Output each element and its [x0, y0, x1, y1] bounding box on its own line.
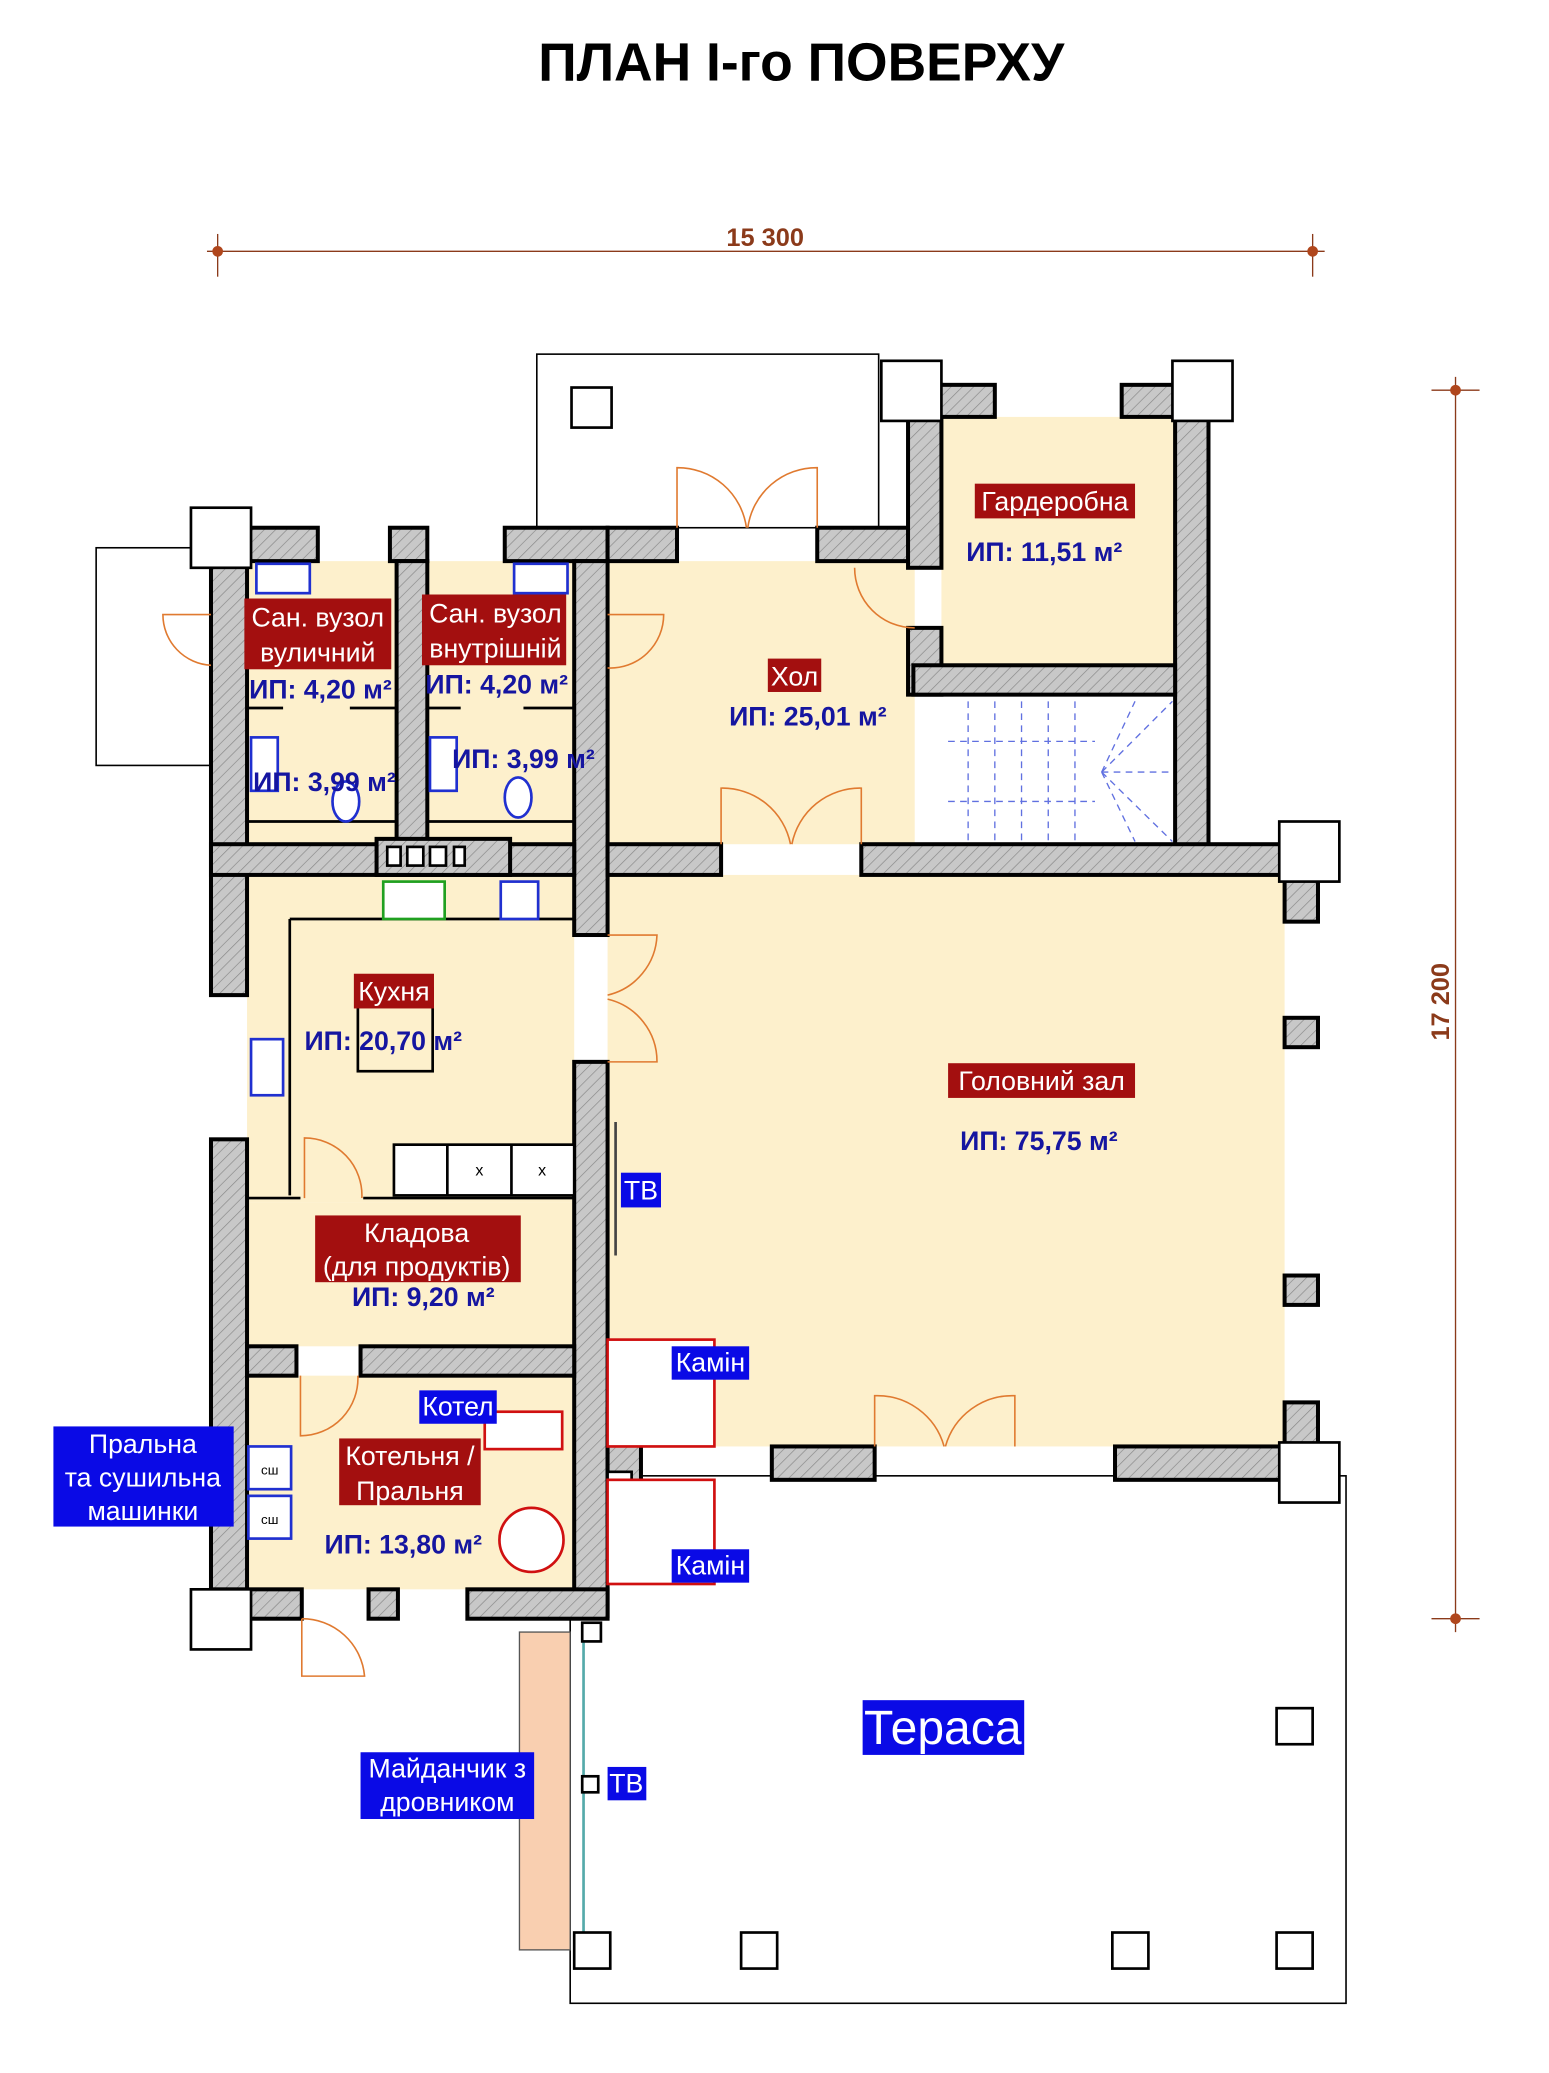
room-name: Головний зал [958, 1066, 1124, 1096]
room-area: ИП: 9,20 м² [352, 1282, 495, 1312]
callout-label: Камін [676, 1551, 745, 1581]
callout-fireplace: Камін [671, 1549, 750, 1583]
room-area: ИП: 13,80 м² [325, 1529, 483, 1559]
dryer-icon [247, 1494, 293, 1540]
side-porch [95, 546, 212, 767]
room-wardrobe: Гардеробна ИП: 11,51 м² [966, 483, 1136, 567]
room-area: ИП: 3,99 м² [253, 767, 396, 797]
room-name: Кухня [358, 976, 429, 1006]
fridge-icon [499, 880, 540, 921]
room-kitchen: Кухня ИП: 20,70 м² [304, 973, 462, 1056]
room-area: ИП: 25,01 м² [729, 701, 887, 731]
room-area: ИП: 4,20 м² [249, 675, 392, 705]
callout-label: ТВ [624, 1175, 658, 1205]
callout-label: Тераса [864, 1701, 1022, 1755]
interior-lines [247, 706, 617, 1256]
room-area: ИП: 20,70 м² [304, 1026, 462, 1056]
columns [189, 359, 1341, 1970]
room-area: ИП: 11,51 м² [966, 537, 1122, 567]
callout-tv: ТВ [620, 1172, 661, 1208]
plan-title: ПЛАН І-го ПОВЕРХУ [538, 33, 1065, 92]
width-dimension: 15 300 [206, 224, 1325, 277]
room-name: Гардеробна [981, 486, 1128, 516]
callout-label: Майданчик з [369, 1754, 527, 1784]
callout-label: Камін [676, 1348, 745, 1378]
room-area: ИП: 3,99 м² [452, 744, 595, 774]
room-hall: Хол ИП: 25,01 м² [729, 658, 887, 731]
callout-boiler: Котел [419, 1390, 497, 1424]
room-boiler-laundry: Котельня / Пральня ИП: 13,80 м² [325, 1438, 483, 1559]
room-name: Сан. вузол [429, 599, 562, 629]
width-dimension-label: 15 300 [726, 224, 804, 252]
room-name: вуличний [260, 637, 375, 667]
room-name: Кладова [364, 1218, 469, 1248]
room-pantry: Кладова (для продуктів) ИП: 9,20 м² [315, 1215, 521, 1312]
staircase [948, 700, 1173, 843]
callout-terrace: Тераса [862, 1700, 1025, 1755]
room-name: Сан. вузол [251, 603, 384, 633]
shower-icon [249, 736, 280, 793]
height-dimension: 17 200 [1427, 376, 1480, 1633]
room-area: ИП: 75,75 м² [960, 1126, 1118, 1156]
room-main-hall: Головний зал ИП: 75,75 м² [948, 1063, 1136, 1156]
sink-icon [255, 562, 312, 595]
dryer-mark: сш [261, 1512, 278, 1527]
height-dimension-label: 17 200 [1427, 963, 1455, 1041]
room-outdoor-bathroom: Сан. вузол вуличний ИП: 4,20 м² ИП: 3,99… [244, 598, 396, 797]
sink-icon [512, 562, 569, 595]
callout-woodshed: Майданчик з дровником [360, 1752, 535, 1820]
boiler-icon [483, 1410, 564, 1451]
callout-terrace-tv: ТВ [607, 1766, 647, 1801]
callout-laundry: Пральна та сушильна машинки [53, 1426, 234, 1527]
callout-label: дровником [380, 1787, 514, 1817]
callout-fireplace: Камін [671, 1346, 750, 1380]
stove-icon [381, 880, 447, 921]
room-name: Хол [771, 661, 818, 691]
fixtures [247, 562, 569, 1540]
room-indoor-bathroom: Сан. вузол внутрішній ИП: 4,20 м² ИП: 3,… [421, 594, 595, 774]
counter-mark: х [538, 1161, 546, 1179]
washer-mark: сш [261, 1462, 278, 1477]
room-name: Котельня / [345, 1441, 475, 1471]
callout-label: ТВ [609, 1768, 643, 1798]
room-name: (для продуктів) [323, 1252, 511, 1282]
shower-icon [428, 736, 459, 793]
counter-mark: х [475, 1161, 483, 1179]
kitchen-sink-icon [249, 1037, 285, 1097]
room-name: Пральня [356, 1476, 464, 1506]
doors [162, 466, 1016, 1677]
front-porch [536, 353, 880, 529]
water-heater-icon [498, 1506, 565, 1574]
room-name: внутрішній [429, 633, 561, 663]
toilet-icon [503, 776, 533, 819]
washer-icon [247, 1445, 293, 1491]
callout-label: Пральна [89, 1429, 197, 1459]
toilet-icon [331, 780, 361, 823]
callout-label: та сушильна [65, 1463, 221, 1493]
callout-label: машинки [87, 1496, 198, 1526]
room-area: ИП: 4,20 м² [425, 669, 568, 699]
callout-label: Котел [422, 1392, 493, 1422]
